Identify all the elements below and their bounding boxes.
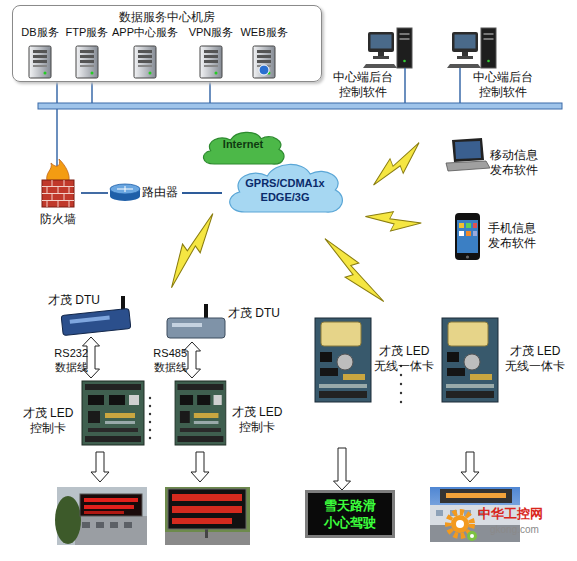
laptop-node: 移动信息 发布软件 [446,136,546,182]
node-label: 才茂 LED 控制卡 [228,405,286,435]
pc-console-node: 中心端后台 控制软件 [328,26,414,102]
firewall-node: 防火墙 [35,170,81,228]
led-control-card: 才茂 LED 控制卡 [173,378,288,448]
led-control-card: 才茂 LED 控制卡 [20,378,146,448]
node-label: WEB服务 [238,26,290,40]
wireless-led-card: 才茂 LED 无线一体卡 [440,316,570,404]
node-label: 中心端后台 控制软件 [470,70,536,100]
node-label: 防火墙 [35,212,81,227]
node-label: 才茂 LED 无线一体卡 [504,344,566,374]
node-label: 路由器 [142,185,182,200]
wireless-network-cloud: GPRS/CDMA1x EDGE/3G [222,158,348,218]
router-node: 路由器 [108,182,182,204]
led-display-screen: 雪天路滑 小心驾驶 [305,490,395,538]
node-label: 才茂 LED 无线一体卡 [373,344,435,374]
server-node: VPN服务 [186,26,236,80]
node-label: 才茂 LED 控制卡 [20,406,76,436]
server-node: APP中心服务 [110,26,180,80]
node-label: Internet [198,138,288,152]
node-label: DB服务 [16,26,64,40]
node-label: APP中心服务 [110,26,180,40]
watermark-text: 中华工控网 [478,506,563,522]
line-connector [182,193,222,194]
node-label: GPRS/CDMA1x EDGE/3G [235,176,335,205]
dtu-node: 才茂 DTU [48,292,135,337]
server-room-box: 数据服务中心机房DB服务FTP服务APP中心服务 VPN服务WEB服务 [12,5,322,82]
line-connector [81,193,108,194]
dtu-node: 才茂 DTU [163,303,288,342]
server-node: FTP服务 [64,26,110,80]
block-arrow-connector [334,448,351,490]
phone-node: 手机信息 发布软件 [453,211,546,262]
pc-console-node: 中心端后台 控制软件 [450,26,538,102]
node-label: 雪天路滑 小心驾驶 [321,498,379,532]
node-label: FTP服务 [64,26,110,40]
node-label: 数据服务中心机房 [13,10,321,25]
cloud-outline [230,164,343,212]
node-label: 才茂 DTU [48,293,118,308]
node-label: 才茂 DTU [228,306,288,321]
node-label: VPN服务 [186,26,236,40]
connector-label: RS232 数据线 [50,347,88,375]
node-label: 中心端后台 控制软件 [330,70,396,100]
internet-cloud: Internet [198,128,288,168]
connector-label: RS485 数据线 [147,347,187,375]
watermark-url: gkong.com [490,524,552,537]
wireless-led-card: 才茂 LED 无线一体卡 [313,316,440,448]
server-node: WEB服务 [238,26,290,80]
node-label: 移动信息 发布软件 [490,148,542,178]
node-label: 手机信息 发布软件 [488,221,540,251]
server-node: DB服务 [16,26,64,80]
